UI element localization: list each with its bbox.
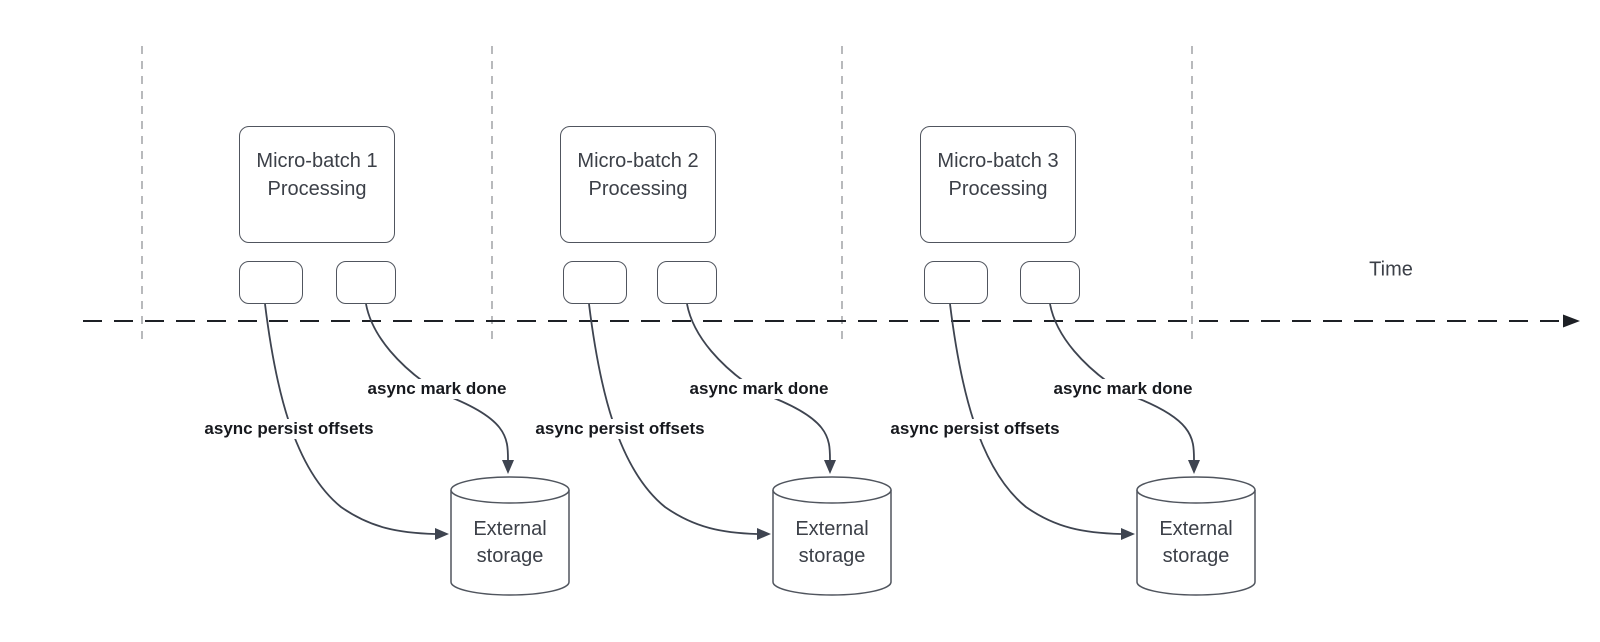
async-persist-offsets-label: async persist offsets xyxy=(532,419,708,439)
async-persist-offsets-arrowhead-icon xyxy=(1121,528,1135,540)
micro-batch-processing-box: Micro-batch 1 Processing xyxy=(239,126,395,243)
mark-done-task-box xyxy=(657,261,717,304)
external-storage-cylinder-top xyxy=(1136,476,1256,504)
persist-offsets-task-box xyxy=(924,261,988,304)
micro-batch-processing-box: Micro-batch 3 Processing xyxy=(920,126,1076,243)
persist-offsets-task-box xyxy=(563,261,627,304)
async-mark-done-arrowhead-icon xyxy=(502,460,514,474)
async-mark-done-label: async mark done xyxy=(364,379,510,399)
async-persist-offsets-arrowhead-icon xyxy=(435,528,449,540)
external-storage-cylinder-body xyxy=(1136,490,1256,596)
async-persist-offsets-label: async persist offsets xyxy=(201,419,377,439)
async-mark-done-label: async mark done xyxy=(686,379,832,399)
async-persist-offsets-edge xyxy=(949,303,1122,535)
micro-batch-processing-label: Micro-batch 2 Processing xyxy=(577,149,699,200)
time-axis-arrowhead-icon xyxy=(1563,314,1580,328)
external-storage-cylinder-body xyxy=(772,490,892,596)
time-axis-label: Time xyxy=(1369,258,1413,281)
external-storage-cylinder-body xyxy=(450,490,570,596)
external-storage-cylinder-top xyxy=(772,476,892,504)
async-mark-done-label: async mark done xyxy=(1050,379,1196,399)
async-mark-done-arrowhead-icon xyxy=(1188,460,1200,474)
micro-batch-processing-box: Micro-batch 2 Processing xyxy=(560,126,716,243)
external-storage-cylinder-top xyxy=(450,476,570,504)
async-persist-offsets-edge xyxy=(264,303,436,535)
async-persist-offsets-label: async persist offsets xyxy=(887,419,1063,439)
async-mark-done-arrowhead-icon xyxy=(824,460,836,474)
persist-offsets-task-box xyxy=(239,261,303,304)
external-storage-label: External storage xyxy=(473,518,547,567)
mark-done-task-box xyxy=(1020,261,1080,304)
micro-batch-processing-label: Micro-batch 1 Processing xyxy=(256,149,378,200)
external-storage-label: External storage xyxy=(1159,518,1233,567)
async-persist-offsets-edge xyxy=(588,303,758,535)
async-persist-offsets-arrowhead-icon xyxy=(757,528,771,540)
external-storage-label: External storage xyxy=(795,518,869,567)
mark-done-task-box xyxy=(336,261,396,304)
micro-batch-processing-label: Micro-batch 3 Processing xyxy=(937,149,1059,200)
